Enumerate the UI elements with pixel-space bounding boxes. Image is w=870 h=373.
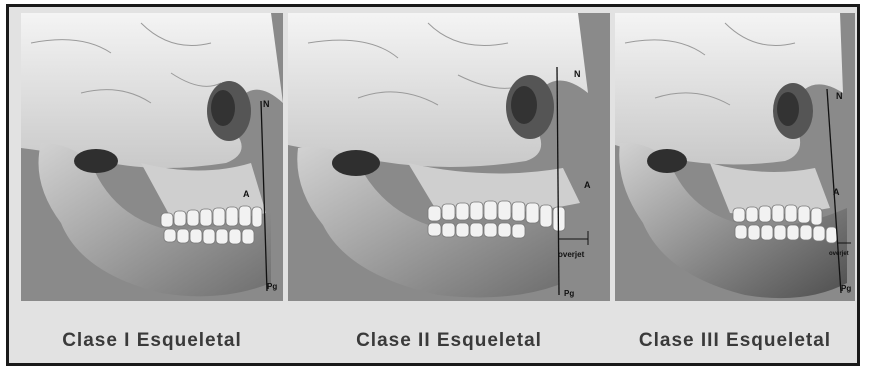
skull-panel-class-3: N A Pg overjet [615,13,855,301]
skull-illustration-class-2: N A Pg overjet [288,13,610,301]
caption-class-2: Clase II Esqueletal [288,323,610,359]
caption-class-1: Clase I Esqueletal [21,323,283,359]
landmark-n: N [836,91,843,101]
landmark-pg: Pg [564,289,574,298]
figure-frame: N A Pg [6,4,860,366]
landmark-pg: Pg [841,284,851,293]
landmark-a: A [243,189,250,199]
overjet-label: overjet [829,251,849,257]
skull-illustration-class-1: N A Pg [21,13,283,301]
caption-class-3: Clase III Esqueletal [615,323,855,359]
landmark-n: N [574,69,581,79]
overjet-label: overjet [558,250,585,259]
landmark-n: N [263,99,270,109]
skull-panel-class-2: N A Pg overjet [288,13,610,301]
skull-panel-class-1: N A Pg [21,13,283,301]
landmark-a: A [584,180,591,190]
landmark-pg: Pg [267,282,277,291]
landmark-a: A [833,187,840,197]
skull-illustration-class-3: N A Pg overjet [615,13,855,301]
